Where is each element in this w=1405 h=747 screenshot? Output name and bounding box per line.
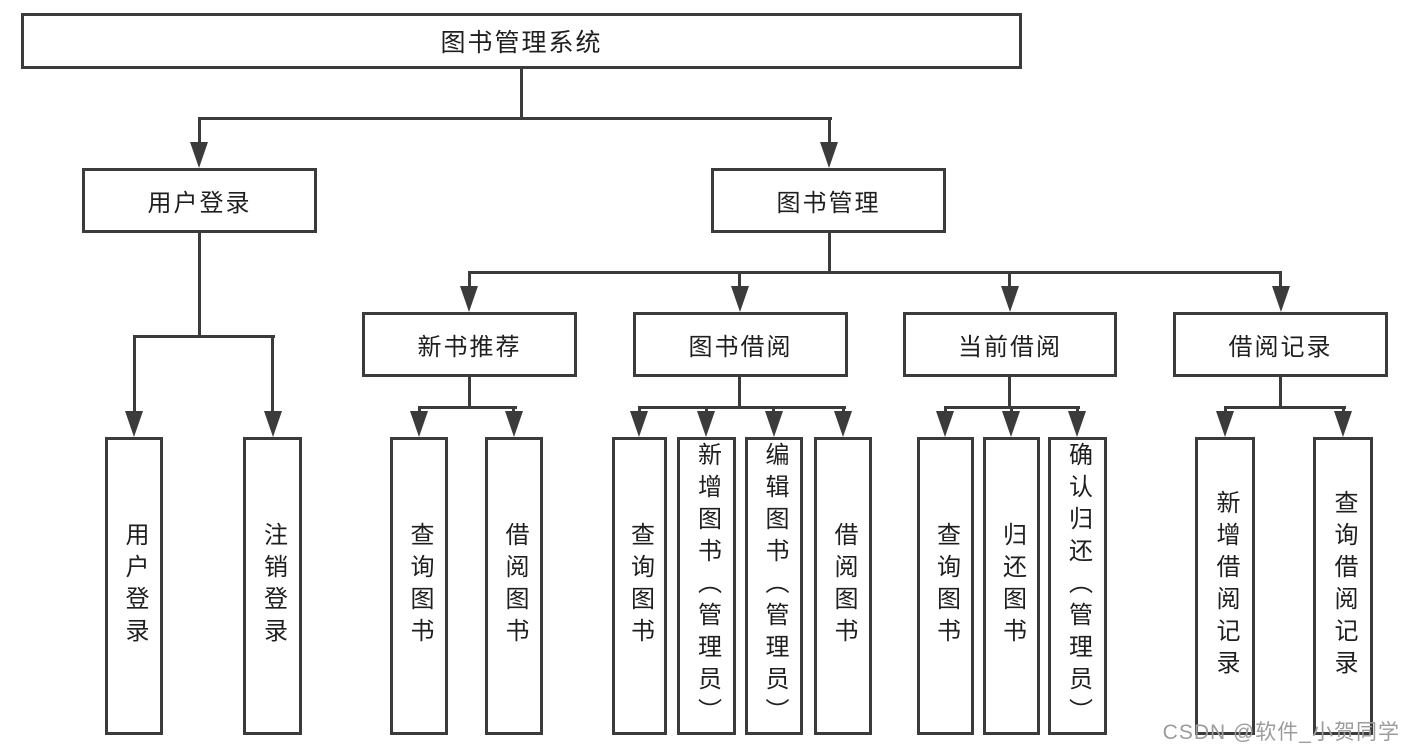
node-root-label: 图书管理系统: [440, 29, 603, 57]
node-current-borrow: 当前借阅: [903, 312, 1117, 377]
connector: [638, 406, 846, 409]
node-book-borrow: 图书借阅: [633, 312, 848, 377]
leaf-label: 查询借阅记录: [1330, 490, 1357, 682]
arrowhead-icon: [765, 411, 783, 437]
connector: [418, 406, 517, 409]
leaf-add-borrow-record: 新增借阅记录: [1195, 437, 1255, 735]
arrowhead-icon: [1272, 286, 1290, 312]
arrowhead-icon: [820, 142, 838, 168]
leaf-label: 查询图书: [406, 522, 433, 650]
arrowhead-icon: [1334, 411, 1352, 437]
leaf-logout: 注销登录: [243, 437, 302, 735]
connector: [198, 233, 201, 337]
arrowhead-icon: [125, 411, 143, 437]
connector: [198, 117, 832, 120]
node-label: 图书借阅: [688, 334, 793, 361]
connector: [842, 406, 845, 415]
connector: [828, 233, 831, 274]
leaf-borrow-books-recommend: 借阅图书: [485, 437, 543, 735]
leaf-confirm-return-admin: 确认归还（管理员）: [1048, 437, 1107, 735]
leaf-query-books-current: 查询图书: [917, 437, 974, 735]
leaf-label: 查询图书: [932, 522, 960, 650]
connector: [418, 406, 421, 415]
leaf-label: 确认归还（管理员）: [1064, 442, 1092, 730]
connector: [198, 117, 201, 144]
connector: [468, 377, 471, 408]
leaf-borrow-books: 借阅图书: [814, 437, 872, 735]
connector: [1224, 406, 1227, 415]
arrowhead-icon: [697, 411, 715, 437]
connector: [638, 406, 641, 415]
connector: [1010, 406, 1013, 415]
connector: [1342, 406, 1345, 415]
leaf-label: 查询图书: [626, 522, 654, 650]
leaf-label: 借阅图书: [830, 522, 857, 650]
leaf-return-books: 归还图书: [983, 437, 1040, 735]
connector: [1279, 271, 1282, 289]
connector: [271, 335, 274, 413]
connector: [468, 271, 1282, 274]
arrowhead-icon: [1068, 411, 1086, 437]
connector: [520, 69, 523, 120]
arrowhead-icon: [630, 411, 648, 437]
node-label: 借阅记录: [1228, 334, 1333, 361]
connector: [1076, 406, 1079, 415]
connector: [738, 377, 741, 408]
arrowhead-icon: [264, 411, 282, 437]
leaf-label: 归还图书: [998, 522, 1026, 650]
node-user-login: 用户登录: [82, 168, 317, 233]
connector: [738, 271, 741, 289]
arrowhead-icon: [731, 286, 749, 312]
arrowhead-icon: [460, 286, 478, 312]
arrowhead-icon: [1002, 411, 1020, 437]
leaf-query-books: 查询图书: [612, 437, 667, 735]
connector: [772, 406, 775, 415]
node-label: 用户登录: [147, 190, 252, 217]
arrowhead-icon: [505, 411, 523, 437]
leaf-query-books-recommend: 查询图书: [390, 437, 448, 735]
connector: [1008, 377, 1011, 408]
arrowhead-icon: [190, 142, 208, 168]
connector: [468, 271, 471, 289]
connector: [1008, 271, 1011, 289]
leaf-label: 新增借阅记录: [1212, 490, 1239, 682]
leaf-label: 新增图书（管理员）: [693, 442, 721, 730]
leaf-add-books-admin: 新增图书（管理员）: [677, 437, 736, 735]
leaf-label: 编辑图书（管理员）: [761, 442, 788, 730]
node-root: 图书管理系统: [21, 13, 1022, 69]
node-new-book-recommend: 新书推荐: [362, 312, 577, 377]
node-label: 新书推荐: [417, 334, 522, 361]
leaf-edit-books-admin: 编辑图书（管理员）: [745, 437, 803, 735]
arrowhead-icon: [1001, 286, 1019, 312]
leaf-label: 借阅图书: [501, 522, 528, 650]
arrowhead-icon: [834, 411, 852, 437]
leaf-label: 注销登录: [259, 522, 287, 650]
node-label: 图书管理: [776, 190, 881, 217]
connector: [828, 117, 831, 144]
leaf-query-borrow-record: 查询借阅记录: [1313, 437, 1373, 735]
arrowhead-icon: [936, 411, 954, 437]
leaf-user-login: 用户登录: [105, 437, 163, 735]
connector: [512, 406, 515, 415]
arrowhead-icon: [410, 411, 428, 437]
node-book-management: 图书管理: [711, 168, 946, 233]
connector: [1279, 377, 1282, 408]
arrowhead-icon: [1216, 411, 1234, 437]
connector: [133, 335, 136, 413]
csdn-watermark: CSDN @软件_小贺同学: [1162, 721, 1400, 744]
connector: [705, 406, 708, 415]
node-label: 当前借阅: [958, 334, 1062, 361]
connector: [1224, 406, 1346, 409]
node-borrow-records: 借阅记录: [1173, 312, 1388, 377]
connector: [133, 335, 275, 338]
leaf-label: 用户登录: [121, 522, 148, 650]
connector: [944, 406, 947, 415]
